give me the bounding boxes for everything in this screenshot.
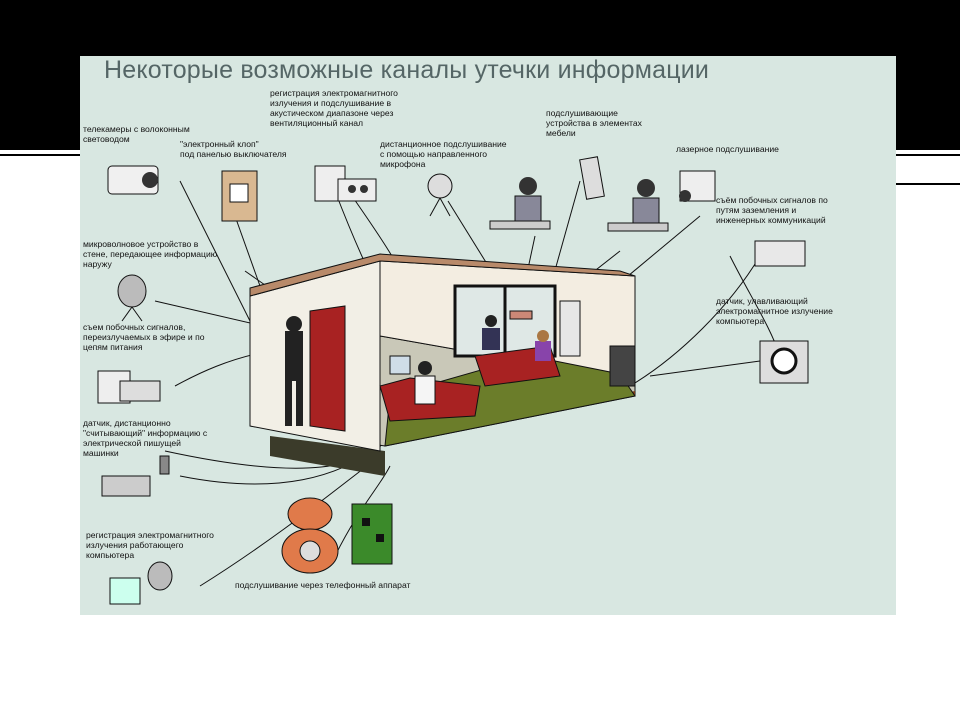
divider-line-right <box>896 183 960 185</box>
laser-device-icon <box>679 170 716 202</box>
grounding-sensor-icon <box>754 240 806 267</box>
diagram-art <box>97 156 809 605</box>
microwave-dish-icon <box>117 274 147 322</box>
label-phone: подслушивание через телефонный аппарат <box>235 580 411 590</box>
label-typewriter: датчик, дистанционно"считывающий" информ… <box>83 418 208 458</box>
camera-icon <box>107 165 159 195</box>
typewriter-sensor-icon <box>101 455 170 497</box>
label-electronic-bug: "электронный клоп"под панелью выключател… <box>180 139 287 159</box>
label-side-signals: съем побочных сигналов,переизлучаемых в … <box>83 322 205 352</box>
phone-icon <box>281 497 339 574</box>
switch-bug-icon <box>221 170 258 222</box>
slide-title: Некоторые возможные каналы утечки информ… <box>104 56 710 84</box>
directional-mic-icon <box>427 173 453 217</box>
radio-receiver-icon <box>97 370 161 404</box>
pc-receiver-icon <box>109 561 173 605</box>
circuit-board-icon <box>351 503 393 565</box>
em-sensor-icon <box>759 340 809 384</box>
diagram-panel: Некоторые возможные каналы утечки информ… <box>80 56 896 615</box>
operator-1-icon <box>489 177 551 230</box>
furniture-bug-icon <box>579 156 605 200</box>
label-laser: лазерное подслушивание <box>676 144 779 154</box>
operator-2-icon <box>607 179 669 232</box>
recorder-icon <box>314 165 377 202</box>
